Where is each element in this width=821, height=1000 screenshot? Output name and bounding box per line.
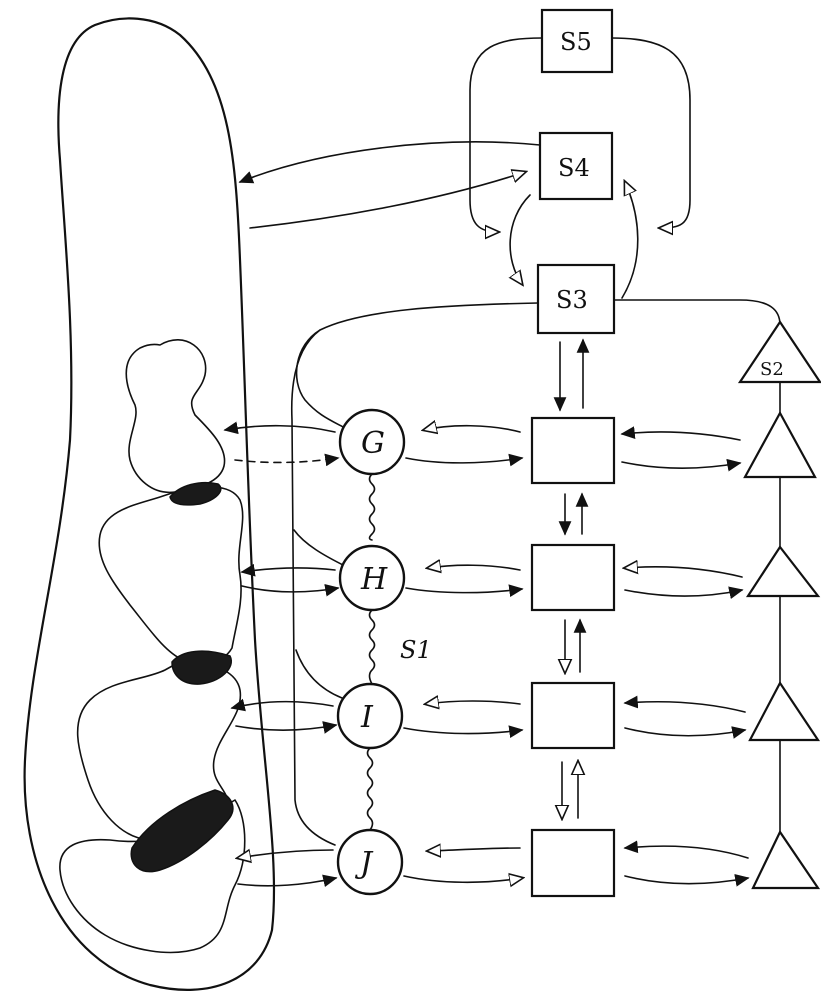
s3-to-h-j-line xyxy=(292,330,335,845)
s2-triangle-j xyxy=(753,832,818,888)
unit-h-to-mgmt-arrow xyxy=(406,588,522,593)
operation-unit-h-label: H xyxy=(360,562,388,597)
triangle-j-to-mgmt-arrow xyxy=(625,846,748,858)
s3-to-s2-line xyxy=(614,300,780,325)
overlap-h-i xyxy=(172,651,231,684)
environment-to-s4-arrow xyxy=(250,172,525,228)
mgmt-h-to-triangle-arrow xyxy=(625,590,742,596)
h-to-env-arrow xyxy=(242,568,335,572)
s2-label: S2 xyxy=(760,359,784,380)
system-3-label: S3 xyxy=(556,286,588,314)
env-to-j-arrow xyxy=(238,878,336,886)
s2-triangle-i xyxy=(750,683,818,740)
s3-to-g-line xyxy=(297,303,538,428)
j-to-env-arrow xyxy=(238,850,333,858)
mgmt-g-to-triangle-arrow xyxy=(622,462,740,468)
system-5-label: S5 xyxy=(560,28,592,56)
system-4-label: S4 xyxy=(558,154,590,182)
triangle-h-to-mgmt-arrow xyxy=(625,567,742,577)
management-box-g xyxy=(532,418,614,483)
s2-triangle-h xyxy=(748,547,818,596)
triangle-i-to-mgmt-arrow xyxy=(625,702,745,712)
management-box-j xyxy=(532,830,614,896)
s2-triangle-g xyxy=(745,413,815,477)
overlap-g-h xyxy=(170,483,221,505)
operation-unit-i-label: I xyxy=(360,700,374,735)
wavy-link-g-h xyxy=(370,474,375,540)
s4-to-s3-left xyxy=(510,195,530,284)
mgmt-h-to-unit-arrow xyxy=(428,565,520,570)
unit-i-to-mgmt-arrow xyxy=(404,728,522,734)
s5-left-loop xyxy=(470,38,542,232)
management-box-i xyxy=(532,683,614,748)
s1-label: S1 xyxy=(400,636,432,664)
mgmt-g-to-unit-arrow xyxy=(424,426,520,432)
i-to-env-arrow xyxy=(232,702,333,708)
mgmt-j-to-triangle-arrow xyxy=(625,876,748,884)
wavy-link-i-j xyxy=(368,748,373,830)
triangle-g-to-mgmt-arrow xyxy=(622,432,740,440)
operation-unit-g-label: G xyxy=(361,426,385,461)
mgmt-i-to-unit-arrow xyxy=(426,701,520,704)
mgmt-i-to-triangle-arrow xyxy=(625,728,745,736)
s3-to-i-branch xyxy=(296,650,342,698)
s5-right-loop xyxy=(612,38,690,228)
unit-j-to-mgmt-arrow xyxy=(404,876,522,882)
domain-h xyxy=(99,487,242,663)
g-to-env-arrow xyxy=(225,426,335,432)
env-to-h-arrow xyxy=(242,586,338,592)
env-to-i-arrow xyxy=(236,725,336,730)
domain-g xyxy=(126,340,224,493)
env-to-g-arrow xyxy=(235,458,338,462)
s3-to-h-branch xyxy=(294,530,345,566)
wavy-link-h-i xyxy=(370,610,375,684)
management-box-h xyxy=(532,545,614,610)
s4-to-environment-arrow xyxy=(240,142,540,182)
s3-to-s4-right xyxy=(622,182,638,298)
mgmt-j-to-unit-arrow xyxy=(428,848,520,851)
overlap-i-j xyxy=(131,790,233,872)
unit-g-to-mgmt-arrow xyxy=(406,458,522,463)
